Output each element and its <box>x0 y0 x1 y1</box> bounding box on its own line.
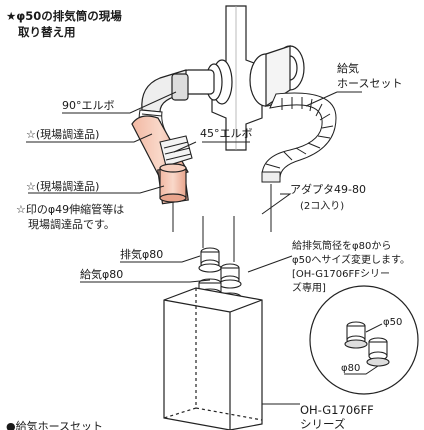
heading-line2: 取り替え用 <box>18 25 76 39</box>
note-line2: 現場調達品です。 <box>28 218 115 231</box>
label-exhaust-80: 排気φ80 <box>120 248 164 261</box>
label-local-procurement-1: ☆(現場調達品) <box>26 128 100 141</box>
leader-lines <box>26 91 362 283</box>
adapter-supply <box>218 263 242 289</box>
bottom-cut-label: ●給気ホースセット <box>6 420 104 430</box>
label-supply-hose-1: 給気 <box>337 62 359 75</box>
lower-pipe <box>159 163 187 203</box>
adapter-exhaust <box>198 247 222 273</box>
model-line2: シリーズ <box>300 418 346 430</box>
resize-line2: φ50へサイズ変更します。 <box>292 255 411 266</box>
resize-line4: ズ専用] <box>292 283 326 294</box>
label-local-procurement-2: ☆(現場調達品) <box>26 180 100 193</box>
inset-label-phi50: φ50 <box>383 317 403 328</box>
guide-connectors <box>172 216 272 262</box>
label-elbow-45: 45°エルボ <box>200 127 253 140</box>
model-line1: OH-G1706FF <box>300 403 374 417</box>
label-supply-80: 給気φ80 <box>80 268 124 281</box>
label-adapter-1: アダプタ49-80 <box>290 183 366 196</box>
heater-unit <box>163 287 263 430</box>
resize-line3: [OH-G1706FFシリー <box>292 269 390 280</box>
inset-adapter-detail <box>309 285 419 395</box>
supply-hose <box>261 92 337 183</box>
resize-line1: 給排気筒径をφ80から <box>292 241 392 252</box>
inset-label-phi80: φ80 <box>341 363 361 374</box>
label-supply-hose-2: ホースセット <box>337 77 403 90</box>
guide-lines <box>172 184 272 228</box>
wall-terminal <box>183 45 305 108</box>
exhaust-elbow-90 <box>141 69 189 113</box>
label-adapter-2: (2コ入り) <box>300 201 345 212</box>
note-line1: ☆印のφ49伸縮管等は <box>16 203 125 216</box>
label-elbow-90: 90°エルボ <box>62 99 115 112</box>
heading-line1: ★φ50の排気筒の現場 <box>6 9 122 23</box>
